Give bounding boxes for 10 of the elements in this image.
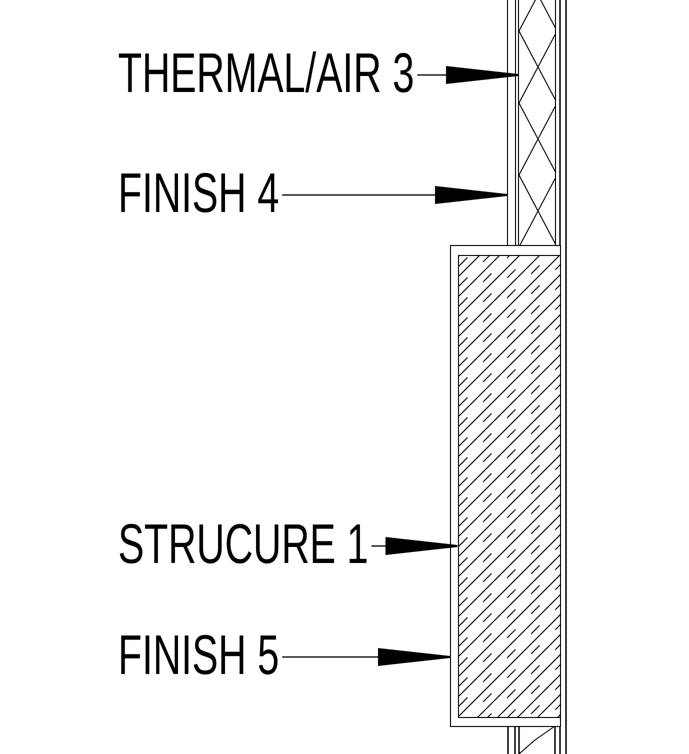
callout-label: FINISH 4 — [118, 165, 280, 221]
leader-line — [282, 648, 450, 666]
leader-line — [417, 66, 518, 84]
leader-line — [282, 186, 507, 204]
callout-label: THERMAL/AIR 3 — [118, 45, 414, 101]
callout-label: FINISH 5 — [118, 627, 280, 683]
insulation-layer — [518, 0, 556, 246]
finish-layer — [507, 0, 516, 246]
callout-label: STRUCURE 1 — [118, 516, 368, 572]
leader-line — [371, 537, 458, 555]
